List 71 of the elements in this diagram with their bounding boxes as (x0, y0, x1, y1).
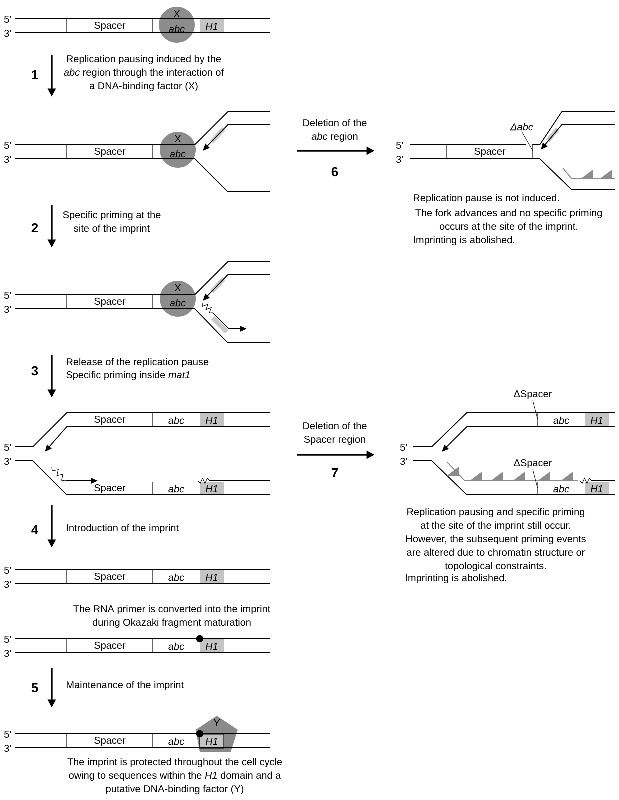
step-number: 2 (32, 223, 38, 233)
h1-region: H1 (200, 482, 224, 496)
abc-region: abc (168, 416, 184, 424)
caption-text: Replication pausing induced by the abc region through the interaction of a DNA-binding factor (X) (64, 55, 224, 92)
abc-region: abc (168, 738, 184, 746)
caption-text: Maintenance of the imprint (67, 681, 184, 691)
deletion-label: ΔSpacer (514, 459, 552, 469)
step-number: 6 (332, 167, 338, 177)
caption-text: Release of the replication pause (67, 358, 209, 368)
strand-end-label: 3’ (4, 306, 12, 314)
caption-text: The fork advances and no specific priming occurs at the site of the imprint. (416, 209, 602, 232)
h1-region: H1 (200, 414, 224, 428)
spacer-region: Spacer (66, 638, 154, 654)
caption-text: Specific priming inside mat1 (66, 371, 190, 381)
caption-text: However, the subsequent priming events are altered due to chromatin structure or topological constraints. (406, 535, 586, 572)
strand-end-label: 5’ (396, 142, 404, 149)
spacer-region: Spacer (66, 144, 154, 160)
h1-region: H1 (585, 414, 609, 428)
abc-region: abc (538, 482, 570, 496)
spacer-region: Spacer (446, 144, 534, 160)
strand-end-label: 5’ (4, 567, 12, 574)
strand-end-label: 3’ (4, 580, 12, 588)
strand-end-label: 3’ (396, 156, 404, 164)
strand-end-label: 5’ (4, 731, 12, 738)
spacer-region: Spacer (94, 482, 154, 496)
caption-text: Specific priming at the site of the imprint (63, 211, 161, 234)
caption-text: Imprinting is abolished. (406, 574, 507, 584)
leader-line (522, 132, 534, 152)
h1-region: H1 (200, 734, 224, 749)
caption-text: Deletion of the Spacer region (304, 422, 367, 446)
strand-end-label: 5’ (4, 292, 12, 299)
spacer-region: Spacer (66, 734, 154, 748)
h1-region: H1 (200, 20, 224, 34)
caption-text: Imprinting is abolished. (414, 236, 515, 246)
strand-end-label: 5’ (4, 444, 12, 451)
step-number: 5 (32, 683, 38, 693)
spacer-region: Spacer (66, 18, 154, 34)
h1-region: H1 (200, 640, 224, 654)
strand-end-label: 3’ (4, 744, 12, 752)
step-number: 1 (32, 70, 38, 80)
deletion-label: ΔSpacer (514, 390, 552, 400)
step-number: 7 (332, 468, 338, 478)
h1-region: H1 (200, 570, 224, 584)
spacer-region: Spacer (66, 570, 154, 584)
abc-region: abc (538, 412, 570, 428)
strand-end-label: 3’ (4, 156, 12, 164)
leader-line (532, 469, 538, 489)
strand-end-label: 3’ (4, 650, 12, 658)
strand-end-label: 5’ (4, 16, 12, 23)
strand-end-label: 3’ (4, 458, 12, 466)
h1-region: H1 (585, 482, 609, 496)
leader-line (532, 400, 538, 420)
strand-end-label: 3’ (400, 458, 408, 466)
spacer-region: Spacer (94, 412, 154, 428)
step-number: 3 (32, 366, 38, 376)
caption-text: The RNA primer is converted into the imprint during Okazaki fragment maturation (74, 605, 271, 628)
caption-text: Deletion of the abc region (304, 119, 367, 142)
caption-text: Replication pausing and specific priming at the site of the imprint still occur. (408, 508, 585, 532)
abc-region: abc (168, 485, 184, 493)
step-number: 4 (32, 526, 39, 534)
caption-text: Replication pause is not induced. (414, 194, 560, 204)
spacer-region: Spacer (66, 294, 154, 310)
strand-end-label: 5’ (400, 444, 408, 451)
strand-end-label: 5’ (4, 142, 12, 149)
deletion-label: Δabc (510, 123, 534, 131)
strand-end-label: 5’ (4, 636, 12, 643)
caption-text: Introduction of the imprint (67, 524, 179, 534)
abc-region: abc (168, 642, 184, 650)
strand-end-label: 3’ (4, 30, 12, 38)
caption-text: The imprint is protected throughout the cell cycle owing to sequences within the H1 domain and a putative DNA-binding factor (Y) (68, 758, 282, 795)
abc-region: abc (168, 574, 184, 582)
